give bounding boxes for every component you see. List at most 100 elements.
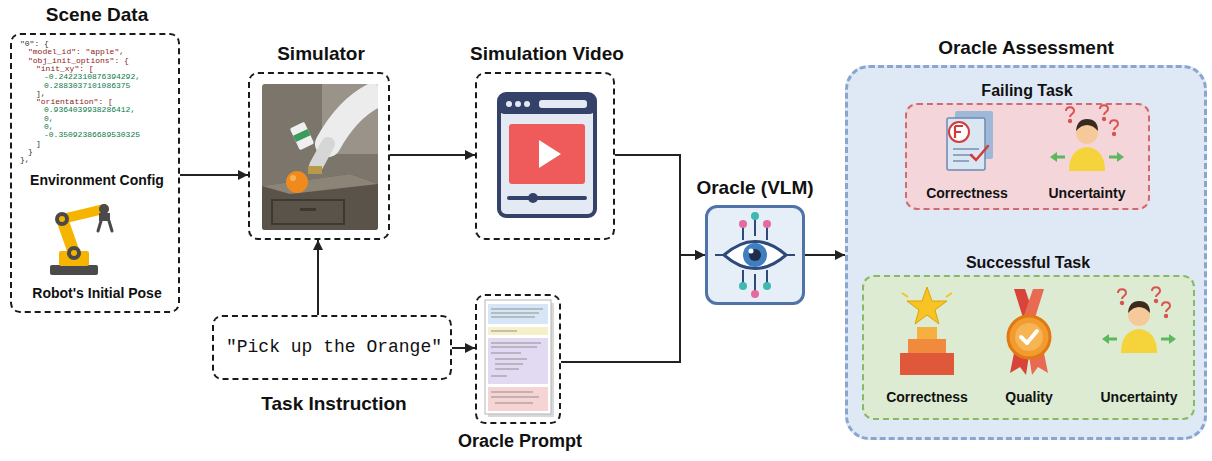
prompt-document-image-part-part [495, 403, 533, 404]
oracle-eye-icon-part-part [754, 274, 756, 292]
oracle-eye-icon-part-part [766, 270, 768, 284]
prompt-document-image [477, 296, 563, 426]
oracle-eye-icon-part [751, 212, 759, 220]
outcome-label: Quality [1005, 389, 1052, 405]
video-player-icon [499, 94, 595, 216]
task-instruction-box: "Pick up the Orange"Task Instruction [212, 315, 452, 380]
uncertain-person-icon-part-part [1118, 289, 1126, 299]
podium-star-icon-part [907, 287, 947, 324]
prompt-document-image-part-part [491, 313, 539, 314]
uncertain-person-icon [1102, 287, 1176, 353]
flow-arrow [561, 255, 705, 362]
text-holder: Uncertainty [1100, 389, 1177, 405]
robot-arm-icon-part [50, 265, 98, 275]
text-holder: Oracle Assessment [938, 37, 1114, 59]
oracle-eye-icon-part [739, 282, 747, 290]
uncertain-person-icon-part-part [1069, 120, 1071, 122]
code-line: 0.2883037101086375 [44, 82, 130, 90]
instruction-text: "Pick up the Orange" [226, 337, 442, 358]
scene-data-panel: Scene DataEnvironment ConfigRobot's Init… [10, 33, 180, 313]
text-holder: 0.9364039938286412, [44, 106, 135, 114]
text-holder: 0, [44, 123, 54, 131]
simulator-photo-part [316, 144, 328, 166]
robot-arm-icon-part [98, 221, 101, 231]
oracle-eye-icon-part [743, 243, 767, 267]
code-line: }, [20, 156, 30, 164]
panel-title: Oracle (VLM) [696, 177, 813, 199]
flow-arrow [317, 240, 319, 315]
item-caption: Robot's Initial Pose [32, 285, 161, 301]
prompt-document-image-part-part [495, 369, 519, 370]
outcome-label: Correctness [926, 185, 1008, 201]
failing-task-box: Failing TaskCorrectnessUncertainty [905, 103, 1150, 210]
text-holder: Correctness [926, 185, 1008, 201]
quality-medal-icon [1008, 289, 1050, 375]
text-holder: ] [36, 140, 41, 148]
uncertain-person-icon-part [1162, 302, 1170, 317]
robot-arm-icon [50, 204, 112, 275]
uncertain-person-icon-part [1117, 152, 1124, 162]
uncertain-person-icon-part [1050, 152, 1057, 162]
flow-arrow [805, 254, 845, 256]
prompt-document-image-part-part [491, 317, 535, 318]
failed-report-icon [947, 111, 993, 170]
uncertain-person-icon-part [1110, 120, 1118, 135]
robot-arm-icon-part [109, 221, 112, 231]
simulator-photo-part [328, 92, 378, 144]
uncertain-person-icon-part-part [1113, 133, 1115, 135]
panel-title: Oracle Prompt [458, 431, 582, 452]
oracle-eye-icon-part [724, 242, 786, 269]
simulator-photo-part [308, 166, 322, 174]
robot-arm-icon-part [99, 204, 109, 214]
oracle-vlm-box: Oracle (VLM) [705, 205, 805, 305]
oracle-eye-icon-part [763, 220, 771, 228]
video-player-icon-part [528, 193, 538, 203]
robot-arm-icon-part [67, 246, 81, 260]
robot-arm-icon-part [59, 216, 65, 222]
uncertain-person-icon-part-part [1066, 107, 1074, 117]
prompt-document-image-part-part [495, 364, 523, 365]
uncertain-person-icon-part-part [1110, 120, 1118, 130]
simulator-photo [262, 84, 378, 230]
uncertain-person-icon-part-part [1100, 105, 1108, 115]
uncertain-person-icon-part [1118, 289, 1126, 304]
uncertain-person-icon-part [1069, 147, 1105, 171]
prompt-document-image-part [488, 338, 548, 384]
uncertain-person-icon-part [1152, 287, 1160, 302]
code-line: ] [36, 140, 41, 148]
uncertain-person-icon-part-part [1121, 302, 1123, 304]
prompt-document-image-part-part [491, 392, 533, 393]
oracle-eye-icon-part [749, 249, 761, 261]
oracle-eye-icon-part [739, 220, 747, 228]
text-holder: 0.2883037101086375 [44, 82, 130, 90]
prompt-document-image-part-part [491, 347, 537, 348]
simulator-photo-part [300, 208, 316, 211]
code-line: "0": { [20, 40, 49, 48]
prompt-document-image [485, 300, 554, 417]
text-holder: Correctness [886, 389, 968, 405]
text-holder: Uncertainty [1048, 185, 1125, 201]
outcome-label: Correctness [886, 389, 968, 405]
group-title: Failing Task [981, 82, 1072, 100]
video-player-icon-part [509, 124, 585, 184]
uncertain-person-icon-part [1128, 301, 1150, 313]
outcome-label: Uncertainty [1100, 389, 1177, 405]
text-holder: "init_xy": [ [36, 65, 94, 73]
text-holder: "0": { [20, 40, 49, 48]
simulator-panel: Simulator [248, 72, 390, 240]
simulator-photo-part-part [290, 122, 315, 151]
text-holder: ], [36, 90, 46, 98]
oracle-eye-icon-part [749, 249, 754, 254]
code-line: ], [36, 90, 46, 98]
panel-title: Simulation Video [470, 43, 624, 65]
video-player-icon-part [499, 94, 595, 114]
podium-star-icon-part [946, 293, 952, 297]
prompt-document-image-part [488, 303, 554, 417]
simulator-photo-part [262, 174, 378, 230]
panel-title: Oracle Assessment [938, 37, 1114, 59]
podium-star-icon-part [908, 339, 946, 353]
uncertain-person-icon-part-part [1165, 315, 1167, 317]
code-line: "orientation": [ [36, 98, 113, 106]
text-holder: 0, [44, 115, 54, 123]
